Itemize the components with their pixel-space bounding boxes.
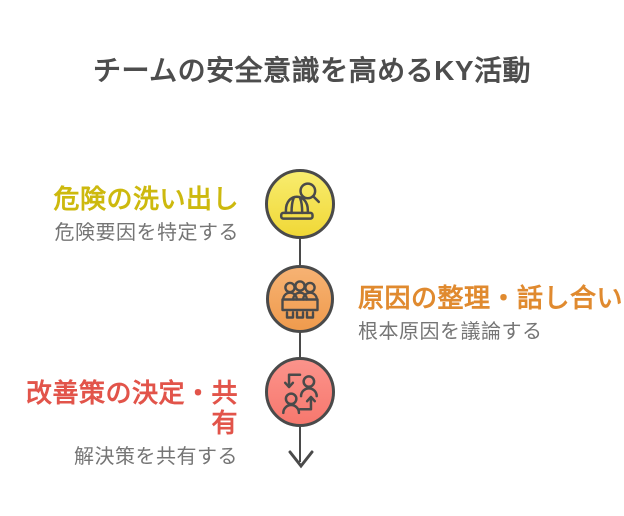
step-subtitle: 解決策を共有する bbox=[74, 445, 238, 468]
step-circle-share bbox=[265, 357, 335, 427]
step-item-share: 改善策の決定・共有 解決策を共有する bbox=[0, 378, 238, 469]
step-circle-discussion bbox=[266, 265, 334, 333]
arrow-down-icon bbox=[288, 450, 314, 469]
step-subtitle: 根本原因を議論する bbox=[358, 320, 543, 343]
step-item-discussion: 原因の整理・話し合い 根本原因を議論する bbox=[358, 283, 624, 344]
step-heading: 原因の整理・話し合い bbox=[358, 283, 624, 313]
step-circle-hazard bbox=[265, 169, 335, 239]
meeting-table-icon bbox=[281, 280, 319, 319]
step-heading: 改善策の決定・共有 bbox=[25, 378, 238, 438]
timeline-connector bbox=[299, 204, 301, 462]
page-title: チームの安全意識を高めるKY活動 bbox=[92, 55, 532, 86]
step-heading: 危険の洗い出し bbox=[53, 184, 239, 214]
helmet-magnifier-icon bbox=[279, 182, 321, 220]
people-exchange-icon bbox=[282, 373, 318, 415]
step-item-hazard: 危険の洗い出し 危険要因を特定する bbox=[53, 184, 239, 245]
step-subtitle: 危険要因を特定する bbox=[54, 221, 239, 244]
